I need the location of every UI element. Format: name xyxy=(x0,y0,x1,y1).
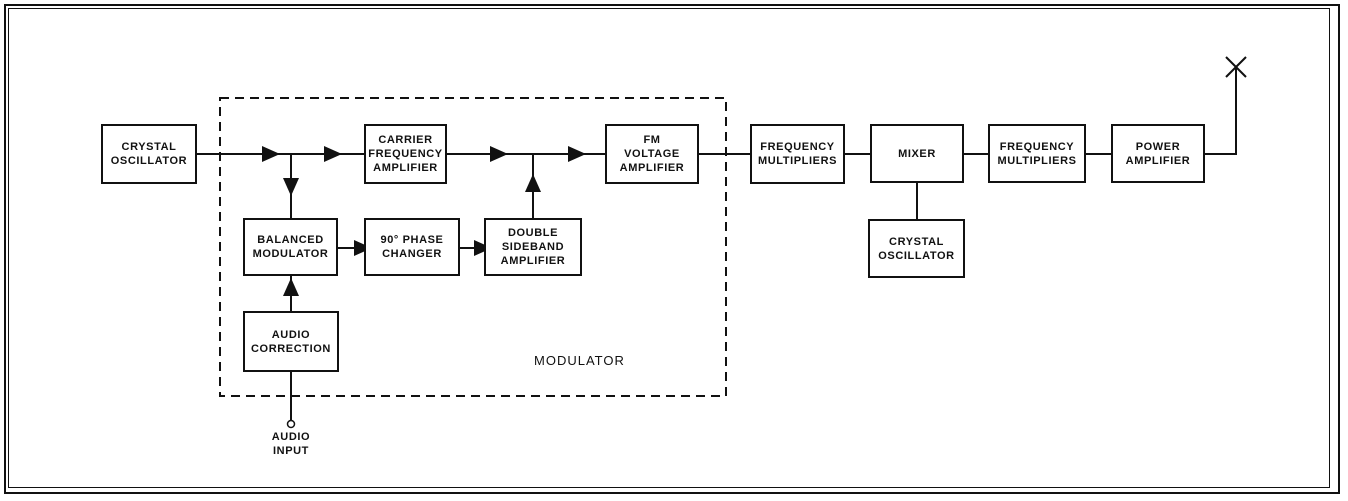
block-label: SIDEBAND xyxy=(501,241,565,253)
antenna-arm-right xyxy=(1225,56,1247,78)
modulator-label: MODULATOR xyxy=(534,353,625,368)
block-label: MODULATOR xyxy=(252,248,329,260)
audio-input-label: AUDIO INPUT xyxy=(261,430,321,458)
crystal-oscillator-block-2: CRYSTAL OSCILLATOR xyxy=(868,219,965,278)
block-label: CORRECTION xyxy=(251,342,331,355)
fm-voltage-amplifier-block: FM VOLTAGE AMPLIFIER xyxy=(605,124,699,184)
block-label: FREQUENCY xyxy=(760,141,835,153)
audio-input-label-line: AUDIO xyxy=(271,431,311,443)
block-label: MIXER xyxy=(898,147,936,160)
block-label: OSCILLATOR xyxy=(878,249,955,262)
block-label: MULTIPLIERS xyxy=(757,155,838,167)
block-label: AMPLIFIER xyxy=(619,162,685,174)
block-label: FM xyxy=(643,134,661,146)
block-label: VOLTAGE xyxy=(624,148,680,160)
block-label: AMPLIFIER xyxy=(1125,154,1191,167)
block-label: CARRIER xyxy=(378,134,433,146)
block-label: CRYSTAL xyxy=(889,235,944,248)
block-label: AUDIO xyxy=(271,328,311,341)
crystal-oscillator-block: CRYSTAL OSCILLATOR xyxy=(101,124,197,184)
outer-frame xyxy=(4,4,1340,494)
mixer-block: MIXER xyxy=(870,124,964,183)
carrier-frequency-amplifier-block: CARRIER FREQUENCY AMPLIFIER xyxy=(364,124,447,184)
block-label: FREQUENCY xyxy=(368,148,443,160)
block-label: POWER xyxy=(1135,140,1181,153)
audio-input-terminal xyxy=(286,419,296,429)
block-label: AMPLIFIER xyxy=(373,162,438,174)
audio-input-label-line: INPUT xyxy=(273,445,309,457)
antenna-feed xyxy=(1205,66,1237,155)
frequency-multipliers-block-1: FREQUENCY MULTIPLIERS xyxy=(750,124,845,184)
block-label: FREQUENCY xyxy=(999,140,1075,153)
block-label: 90° PHASE xyxy=(380,234,444,246)
audio-correction-block: AUDIO CORRECTION xyxy=(243,311,339,372)
inner-frame xyxy=(8,8,1330,488)
modulator-boundary xyxy=(219,97,727,397)
double-sideband-amplifier-block: DOUBLE SIDEBAND AMPLIFIER xyxy=(484,218,582,276)
frequency-multipliers-block-2: FREQUENCY MULTIPLIERS xyxy=(988,124,1086,183)
power-amplifier-block: POWER AMPLIFIER xyxy=(1111,124,1205,183)
phase-changer-block: 90° PHASE CHANGER xyxy=(364,218,460,276)
block-label: BALANCED xyxy=(257,234,324,246)
block-label: CHANGER xyxy=(382,248,442,260)
block-label: MULTIPLIERS xyxy=(997,154,1077,167)
block-label: AMPLIFIER xyxy=(500,255,566,267)
block-label: CRYSTAL xyxy=(121,141,177,153)
block-label: OSCILLATOR xyxy=(110,155,188,167)
block-label: DOUBLE xyxy=(507,227,559,239)
balanced-modulator-block: BALANCED MODULATOR xyxy=(243,218,338,276)
